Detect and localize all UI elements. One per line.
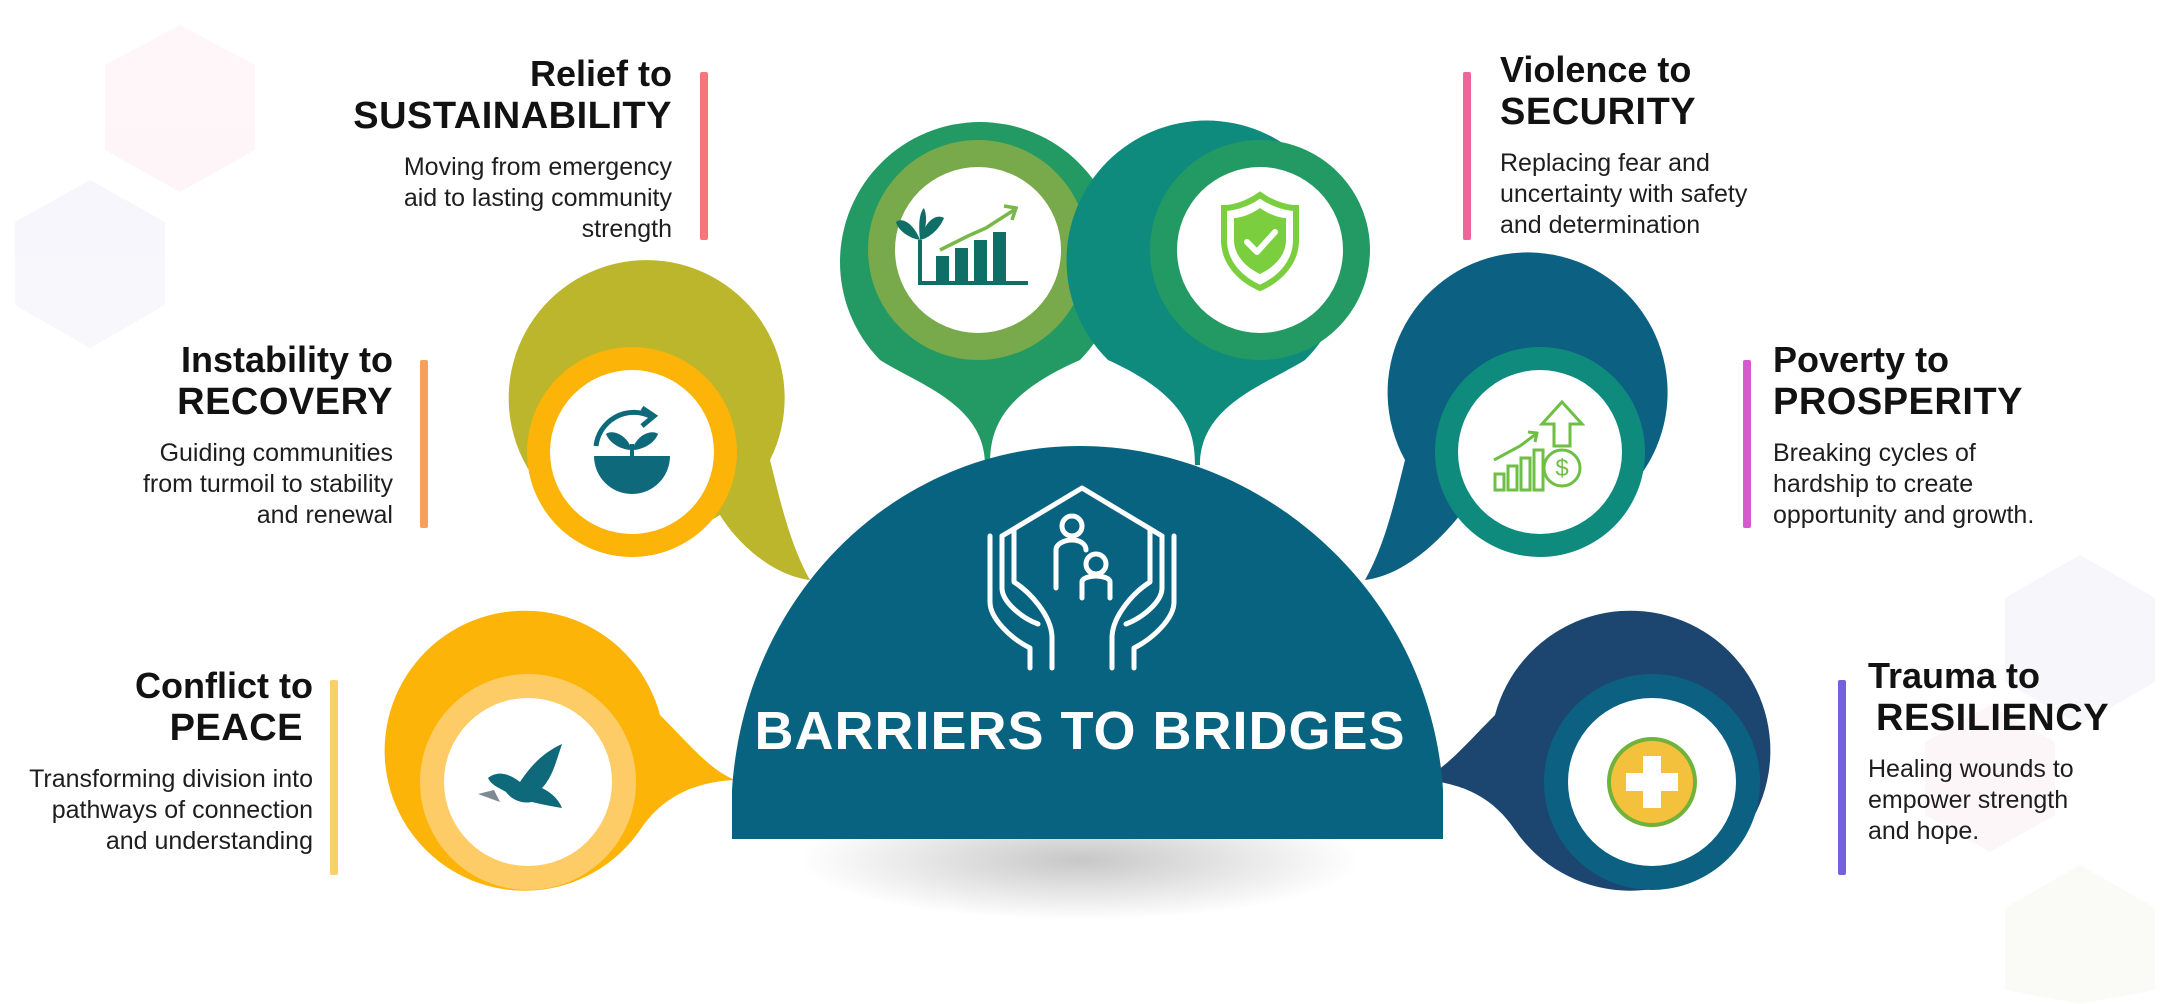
accent-bar-security [1463,72,1471,240]
item-subtitle: SECURITY [1500,91,1697,133]
pin-resiliency [1420,610,1771,891]
item-description-line: and renewal [256,501,393,529]
item-title: Conflict to [135,665,313,706]
accent-bar-recovery [420,360,428,528]
item-sustainability: Relief to SUSTAINABILITY Moving from eme… [353,52,672,245]
item-prosperity: Poverty to PROSPERITY Breaking cycles of… [1773,338,2034,531]
item-resiliency: Trauma to RESILIENCY Healing wounds to e… [1868,654,2109,847]
item-description-line: and understanding [105,827,313,855]
sprout-cycle-icon [593,405,670,494]
item-subtitle: RESILIENCY [1876,697,2110,739]
item-title: Relief to [529,53,672,94]
item-description-line: uncertainty with safety [1500,180,1748,208]
item-subtitle: PROSPERITY [1773,381,2023,423]
accent-bar-peace [330,680,338,875]
item-description-line: Breaking cycles of [1773,439,1976,467]
item-description-line: and hope. [1868,817,1980,845]
accent-bar-prosperity [1743,360,1751,528]
item-description-line: opportunity and growth. [1773,501,2035,529]
pin-recovery [508,260,810,580]
hands-holding-family-icon [987,485,1177,671]
item-subtitle: RECOVERY [177,381,393,423]
item-description-line: Healing wounds to [1868,755,2074,783]
item-description-line: Replacing fear and [1500,149,1710,177]
item-description-line: pathways of connection [51,796,313,824]
dove-icon [478,744,562,808]
item-title: Instability to [180,339,393,380]
item-security: Violence to SECURITY Replacing fear and … [1500,48,1747,241]
plant-growth-chart-icon [896,204,1028,285]
item-subtitle: PEACE [169,707,303,749]
item-subtitle: SUSTAINABILITY [353,95,672,137]
accent-bar-resiliency [1838,680,1846,875]
medical-cross-icon [1607,737,1697,827]
growth-dollar-icon: $ [1493,399,1586,492]
pin-security [1066,120,1370,466]
item-peace: Conflict to PEACE Transforming division … [29,664,313,857]
item-recovery: Instability to RECOVERY Guiding communit… [143,338,393,531]
svg-text:$: $ [1555,455,1568,482]
pin-peace [384,610,735,891]
item-description-line: Transforming division into [29,765,313,793]
item-description-line: Moving from emergency [403,153,672,181]
item-title: Trauma to [1868,655,2041,696]
item-description-line: from turmoil to stability [142,470,393,498]
center-title: BARRIERS TO BRIDGES [754,701,1406,761]
item-title: Poverty to [1773,339,1950,380]
item-title: Violence to [1500,49,1692,90]
accent-bar-sustainability [700,72,708,240]
item-description-line: hardship to create [1773,470,1974,498]
item-description-line: Guiding communities [159,439,393,467]
item-description-line: and determination [1500,211,1701,239]
item-description-line: empower strength [1868,786,2069,814]
item-description-line: aid to lasting community [403,184,672,212]
item-description-line: strength [581,215,672,243]
pin-prosperity [1365,252,1668,580]
shield-check-icon [1221,191,1299,292]
background-hexagons [15,25,2155,1004]
center-dome [732,446,1443,839]
